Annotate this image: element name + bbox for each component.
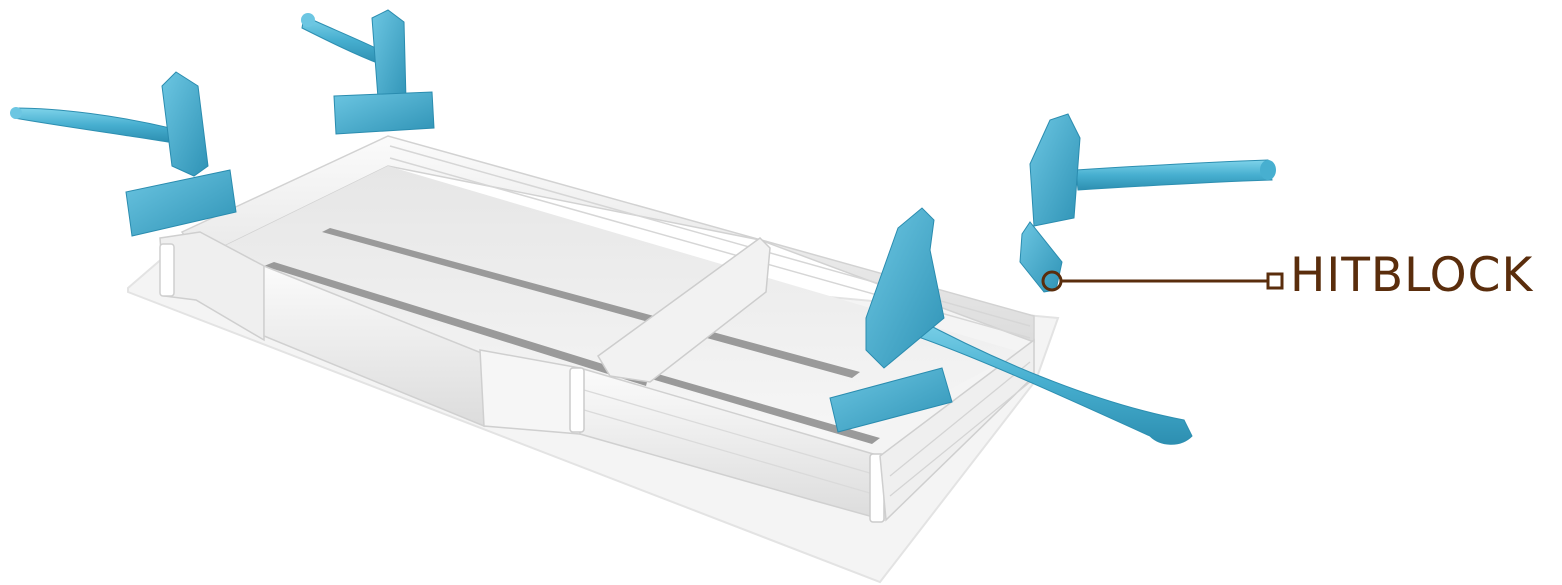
hammer-icon bbox=[10, 72, 236, 236]
hammer-icon bbox=[301, 10, 434, 134]
callout-end-square bbox=[1268, 274, 1282, 288]
frame-left-wall-joints bbox=[160, 244, 174, 296]
hammer-icon bbox=[1020, 114, 1276, 292]
callout-leader bbox=[1043, 272, 1282, 290]
hitblock-icon bbox=[334, 92, 434, 134]
callout-label-hitblock: HITBLOCK bbox=[1290, 248, 1533, 304]
hitblock-icon bbox=[1020, 222, 1062, 292]
